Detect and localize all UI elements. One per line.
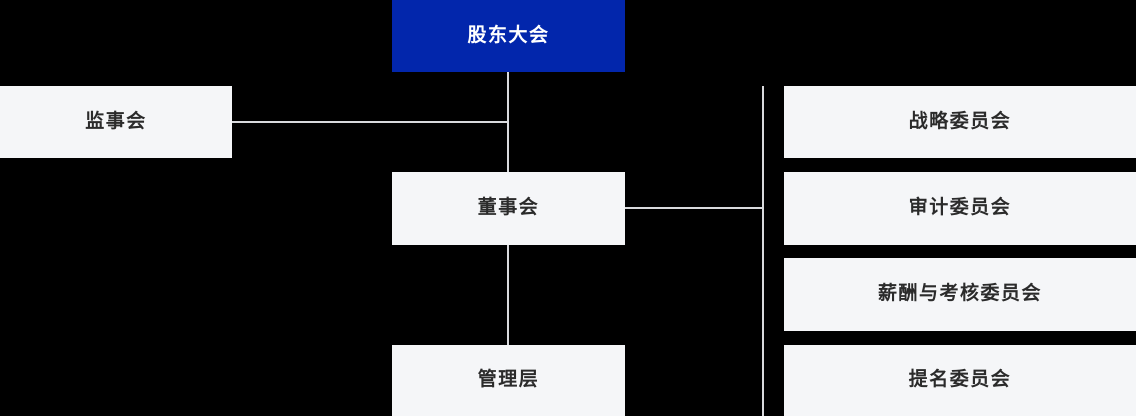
node-audit-committee-label: 审计委员会 — [908, 197, 1012, 219]
node-nomination-committee[interactable]: 提名委员会 — [784, 345, 1136, 416]
node-management-label: 管理层 — [477, 369, 540, 391]
node-remuneration-committee[interactable]: 薪酬与考核委员会 — [784, 258, 1136, 331]
node-nomination-committee-label: 提名委员会 — [908, 369, 1012, 391]
connector-committee-trunk — [762, 86, 764, 416]
node-board-of-directors-label: 董事会 — [477, 197, 540, 219]
connector-directors-to-committee-trunk — [625, 207, 764, 209]
node-board-of-directors[interactable]: 董事会 — [392, 172, 625, 245]
node-audit-committee[interactable]: 审计委员会 — [784, 172, 1136, 245]
connector-directors-to-management — [507, 245, 509, 345]
node-shareholders-meeting-label: 股东大会 — [467, 24, 550, 46]
node-board-of-supervisors[interactable]: 监事会 — [0, 86, 232, 158]
node-remuneration-committee-label: 薪酬与考核委员会 — [877, 283, 1042, 305]
node-shareholders-meeting[interactable]: 股东大会 — [392, 0, 625, 72]
connector-supervisors-to-trunk — [232, 121, 509, 123]
node-strategy-committee[interactable]: 战略委员会 — [784, 86, 1136, 158]
node-management[interactable]: 管理层 — [392, 345, 625, 416]
node-board-of-supervisors-label: 监事会 — [85, 110, 147, 132]
node-strategy-committee-label: 战略委员会 — [908, 110, 1012, 132]
